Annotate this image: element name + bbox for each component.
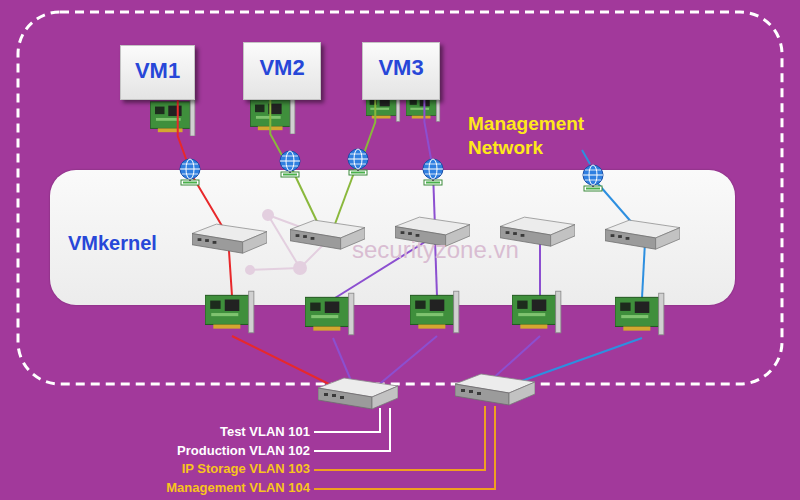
leader-line [582,150,590,164]
vlan-wire [314,408,380,432]
vm-name: VM2 [244,43,320,81]
vm-name: VM3 [363,43,439,81]
physical-nic [410,291,459,333]
port-group-icon [423,159,443,185]
vmkernel-name: VMkernel [68,232,157,255]
virtual-switch [605,220,680,249]
port-group-icon [348,149,368,175]
vswitch-wire [539,240,541,296]
watermark: securityzone.vn [352,236,519,264]
vm-name: VM1 [121,46,194,84]
vlan-wire [314,408,390,451]
vm-nic [150,98,195,136]
physical-nic [615,293,664,335]
uplink-wire [232,336,345,392]
vm-box: VM3 [362,42,440,100]
port-group-icon [280,151,300,177]
physical-nic [305,293,354,335]
port-group-icon [583,165,603,191]
vlan-wire [314,406,485,470]
vm-nic [250,96,295,134]
vlan-label: Management VLAN 104 [166,481,310,496]
vlan-label: IP Storage VLAN 103 [182,462,310,477]
network-label: Management Network [468,112,593,160]
host-boundary [18,12,782,384]
physical-nic [205,291,254,333]
vlan-label: Test VLAN 101 [220,425,310,440]
vlan-label: Production VLAN 102 [177,444,310,459]
physical-nic [512,291,561,333]
physical-switch [455,374,535,405]
vlan-wire [314,406,495,489]
virtual-switch [192,224,267,253]
physical-switch [318,378,398,409]
port-group-icon [180,159,200,185]
vm-box: VM2 [243,42,321,100]
vswitch-wire [642,242,645,298]
vm-box: VM1 [120,45,195,100]
